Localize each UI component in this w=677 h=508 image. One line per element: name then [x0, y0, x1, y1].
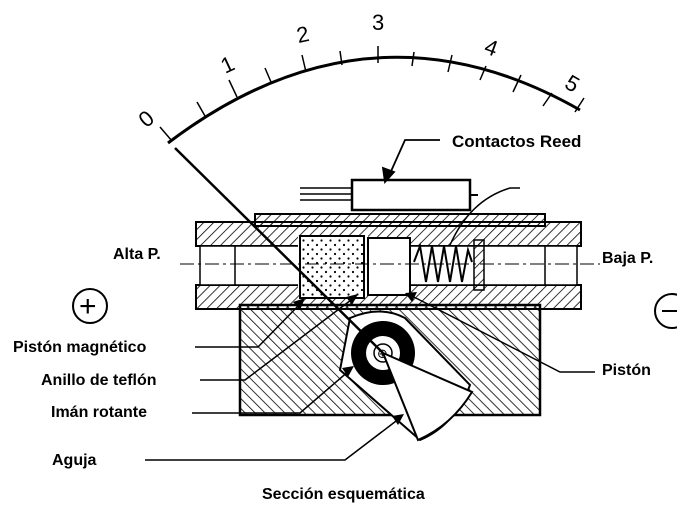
label-high-pressure: Alta P. [113, 246, 161, 263]
scale-label-1: 1 [217, 51, 239, 79]
label-magnetic-piston: Pistón magnético [13, 339, 147, 356]
piston [367, 237, 411, 296]
pointer-magnetic-piston [195, 301, 303, 348]
label-low-pressure: Baja P. [602, 250, 653, 267]
pointer-teflon-ring [200, 296, 356, 381]
label-teflon-ring: Anillo de teflón [41, 372, 157, 389]
scale-label-4: 4 [481, 34, 501, 62]
minus-sign [654, 293, 677, 329]
needle-sector [381, 351, 474, 442]
magnetic-piston [299, 235, 365, 299]
scale-label-3: 3 [372, 10, 384, 35]
label-reed-contacts: Contactos Reed [452, 132, 581, 151]
reed-contacts-pointer [381, 139, 440, 185]
label-needle: Aguja [52, 452, 97, 469]
plus-sign: + [72, 288, 108, 324]
reed-contacts [300, 178, 478, 212]
spring-pointer [449, 187, 511, 246]
scale-label-0: 0 [134, 105, 159, 132]
pointer-rotating-magnet [192, 369, 351, 414]
spring [413, 242, 473, 283]
svg-text:+: + [79, 290, 97, 323]
needle [174, 147, 384, 354]
caption: Sección esquemática [262, 486, 425, 503]
label-rotating-magnet: Imán rotante [51, 404, 147, 421]
pointer-needle [145, 417, 401, 461]
gauge-scale-ticks [159, 46, 585, 142]
pointer-piston [409, 294, 595, 373]
scale-label-2: 2 [294, 21, 311, 48]
label-piston: Pistón [602, 362, 651, 379]
gauge-scale-arc [167, 55, 581, 145]
scale-label-5: 5 [561, 70, 584, 98]
